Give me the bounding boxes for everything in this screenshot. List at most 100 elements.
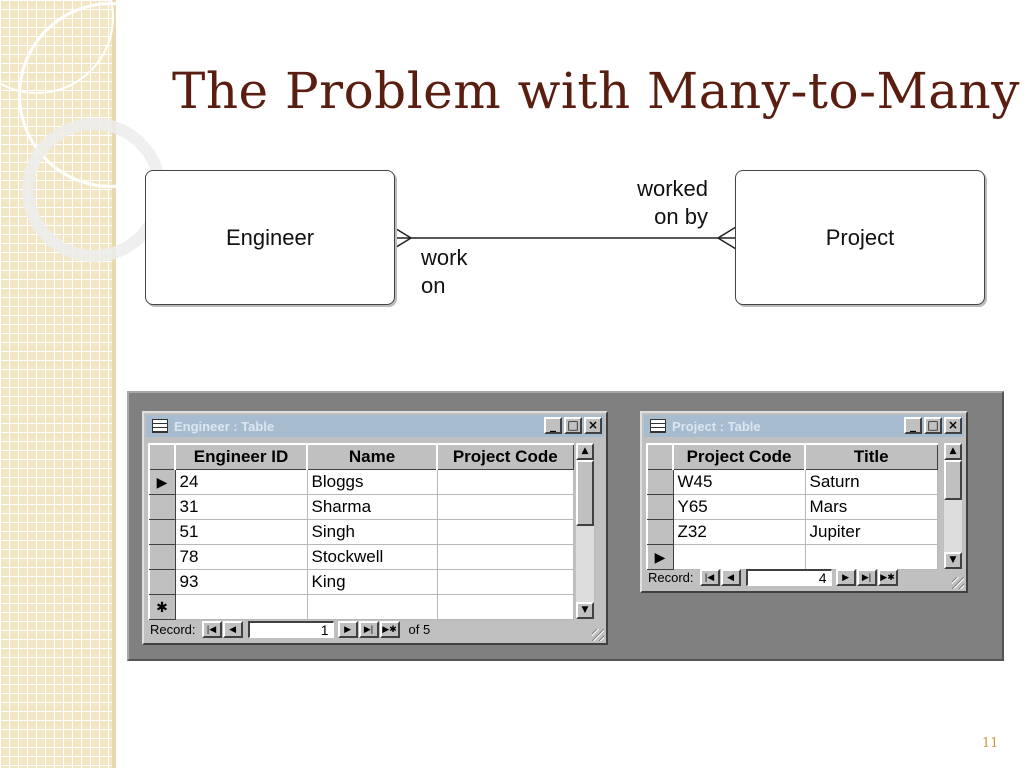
cell-project-code[interactable]: W45	[672, 469, 806, 495]
cell-name[interactable]: Stockwell	[306, 544, 438, 570]
relationship-label-line: worked	[637, 176, 708, 201]
cell-project-code[interactable]	[436, 569, 574, 595]
record-selector[interactable]: ▶	[646, 544, 674, 570]
cell-title[interactable]	[804, 544, 938, 570]
entity-engineer: Engineer	[145, 170, 395, 305]
scroll-thumb[interactable]	[576, 460, 594, 526]
table-icon	[650, 419, 666, 433]
table-row: 93 King	[148, 569, 574, 595]
cell-name[interactable]	[306, 594, 438, 620]
record-navigation-bar: Record: |◀ ◀ 4 ▶ ▶| ▶✱	[648, 569, 899, 586]
cell-name[interactable]: Singh	[306, 519, 438, 545]
record-selector[interactable]	[148, 569, 176, 595]
column-header-title[interactable]: Title	[804, 443, 938, 470]
window-titlebar[interactable]: Engineer : Table _ □ ×	[146, 415, 604, 437]
cell-project-code[interactable]	[436, 519, 574, 545]
table-row: Y65 Mars	[646, 494, 938, 520]
scroll-down-button[interactable]: ▼	[944, 552, 962, 569]
decorative-strip-edge	[112, 0, 116, 768]
cell-name[interactable]: King	[306, 569, 438, 595]
resize-grip-icon[interactable]	[952, 577, 964, 589]
arrow-down-icon: ▼	[581, 605, 589, 615]
next-record-button[interactable]: ▶	[337, 621, 358, 638]
record-selector[interactable]	[646, 469, 674, 495]
minimize-button[interactable]: _	[904, 417, 922, 434]
select-all-corner[interactable]	[646, 443, 674, 470]
record-number-input[interactable]: 1	[247, 621, 334, 638]
cell-title[interactable]: Saturn	[804, 469, 938, 495]
record-label: Record:	[150, 622, 196, 637]
select-all-corner[interactable]	[148, 443, 176, 470]
window-titlebar[interactable]: Project : Table _ □ ×	[644, 415, 964, 437]
cell-engineer-id[interactable]: 31	[174, 494, 308, 520]
cell-engineer-id[interactable]	[174, 594, 308, 620]
record-selector[interactable]	[646, 494, 674, 520]
cell-project-code[interactable]: Z32	[672, 519, 806, 545]
cell-project-code[interactable]	[436, 469, 574, 495]
vertical-scrollbar[interactable]: ▲ ▼	[944, 443, 962, 569]
cell-engineer-id[interactable]: 78	[174, 544, 308, 570]
engineer-table-window[interactable]: Engineer : Table _ □ × Engineer ID Name …	[142, 411, 608, 645]
maximize-button[interactable]: □	[924, 417, 942, 434]
cell-project-code[interactable]	[436, 544, 574, 570]
record-selector[interactable]: ▶	[148, 469, 176, 495]
resize-grip-icon[interactable]	[592, 629, 604, 641]
close-button[interactable]: ×	[584, 417, 602, 434]
scroll-down-button[interactable]: ▼	[576, 602, 594, 619]
relationship-label-worked-on-by: worked on by	[580, 175, 708, 231]
record-selector[interactable]	[646, 519, 674, 545]
cell-project-code[interactable]	[436, 494, 574, 520]
previous-record-icon: ◀	[229, 624, 236, 634]
scroll-up-button[interactable]: ▲	[944, 443, 962, 460]
new-record-selector[interactable]: ✱	[148, 594, 176, 620]
vertical-scrollbar[interactable]: ▲ ▼	[576, 443, 594, 619]
cell-name[interactable]: Sharma	[306, 494, 438, 520]
previous-record-button[interactable]: ◀	[720, 569, 741, 586]
cell-project-code[interactable]	[436, 594, 574, 620]
cell-project-code[interactable]: Y65	[672, 494, 806, 520]
last-record-icon: ▶|	[861, 572, 872, 582]
close-button[interactable]: ×	[944, 417, 962, 434]
record-selector-arrow-icon: ▶	[156, 473, 168, 490]
record-selector-arrow-icon: ▶	[654, 548, 666, 565]
column-header-engineer-id[interactable]: Engineer ID	[174, 443, 308, 470]
scroll-up-button[interactable]: ▲	[576, 443, 594, 460]
next-record-button[interactable]: ▶	[835, 569, 856, 586]
last-record-button[interactable]: ▶|	[856, 569, 877, 586]
project-table-window[interactable]: Project : Table _ □ × Project Code Title…	[640, 411, 968, 593]
record-selector[interactable]	[148, 494, 176, 520]
maximize-button[interactable]: □	[564, 417, 582, 434]
engineer-datasheet: Engineer ID Name Project Code ▶ 24 Blogg…	[148, 443, 574, 620]
record-label: Record:	[648, 570, 694, 585]
column-header-project-code[interactable]: Project Code	[436, 443, 574, 470]
relationship-label-line: on by	[654, 204, 708, 229]
minimize-icon: _	[550, 418, 556, 432]
record-number-input[interactable]: 4	[745, 569, 832, 586]
column-header-project-code[interactable]: Project Code	[672, 443, 806, 470]
cell-title[interactable]: Mars	[804, 494, 938, 520]
cell-title[interactable]: Jupiter	[804, 519, 938, 545]
entity-project: Project	[735, 170, 985, 305]
cell-engineer-id[interactable]: 51	[174, 519, 308, 545]
first-record-button[interactable]: |◀	[699, 569, 720, 586]
cell-engineer-id[interactable]: 24	[174, 469, 308, 495]
column-header-name[interactable]: Name	[306, 443, 438, 470]
last-record-button[interactable]: ▶|	[358, 621, 379, 638]
maximize-icon: □	[567, 418, 579, 432]
scroll-thumb[interactable]	[944, 460, 962, 500]
cell-name[interactable]: Bloggs	[306, 469, 438, 495]
crows-foot-right	[716, 226, 737, 250]
first-record-button[interactable]: |◀	[201, 621, 222, 638]
cell-project-code[interactable]	[672, 544, 806, 570]
arrow-down-icon: ▼	[949, 555, 957, 565]
crows-foot-left	[392, 226, 413, 250]
cell-engineer-id[interactable]: 93	[174, 569, 308, 595]
header-row: Project Code Title	[646, 443, 938, 470]
minimize-button[interactable]: _	[544, 417, 562, 434]
new-record-button[interactable]: ▶✱	[379, 621, 400, 638]
previous-record-button[interactable]: ◀	[222, 621, 243, 638]
record-selector[interactable]	[148, 519, 176, 545]
new-record-button[interactable]: ▶✱	[877, 569, 898, 586]
next-record-icon: ▶	[344, 624, 351, 634]
record-selector[interactable]	[148, 544, 176, 570]
